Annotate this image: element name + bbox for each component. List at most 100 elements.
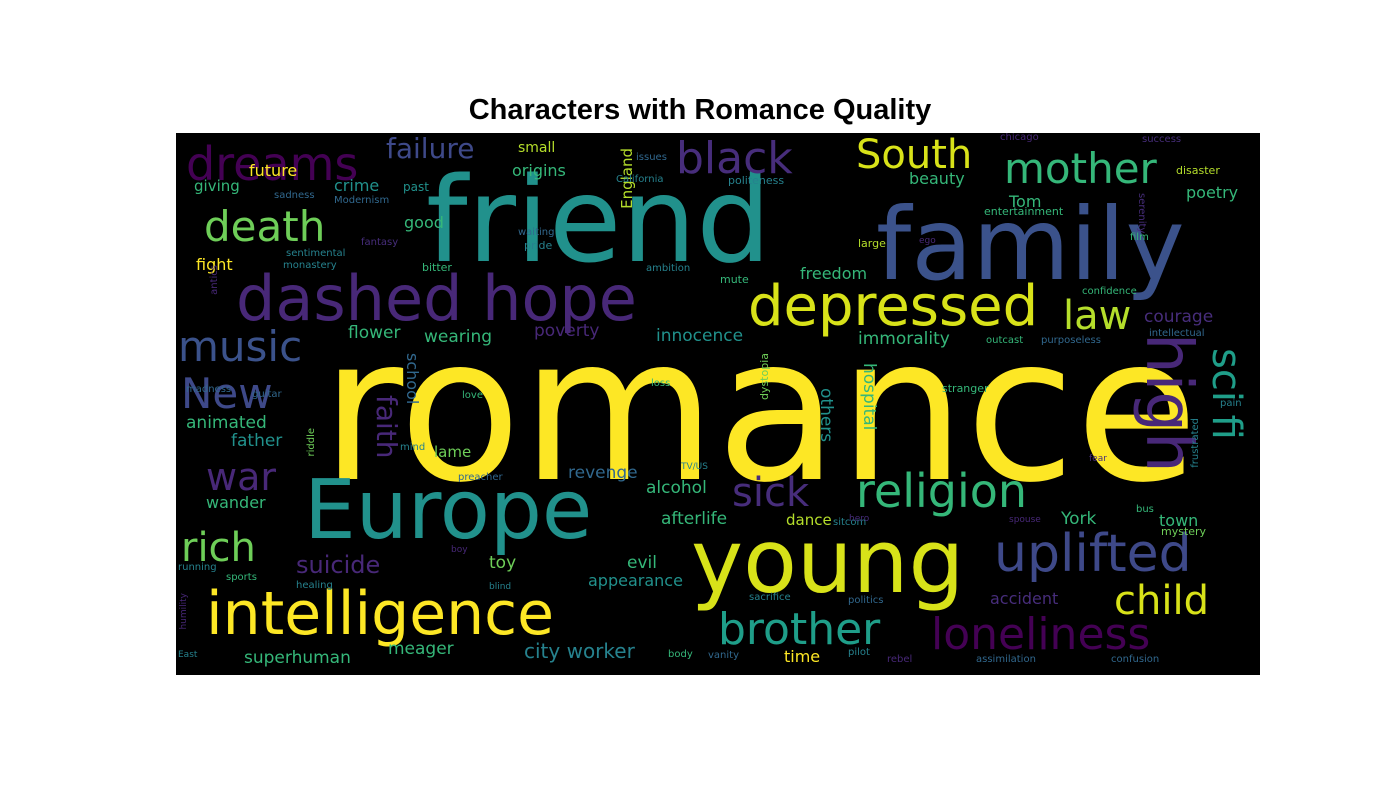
word-faith: faith xyxy=(370,395,403,459)
word-fear: fear xyxy=(1089,454,1107,464)
word-riddle: riddle xyxy=(306,428,317,457)
word-poverty: poverty xyxy=(534,321,600,341)
word-spouse: spouse xyxy=(1009,515,1041,525)
word-confidence: confidence xyxy=(1082,286,1137,297)
word-immorality: immorality xyxy=(858,329,950,349)
word-family: family xyxy=(876,186,1185,303)
word-boy: boy xyxy=(451,545,468,555)
word-film: film xyxy=(1130,232,1149,243)
word-modernism: Modernism xyxy=(334,195,390,206)
word-superhuman: superhuman xyxy=(244,648,351,668)
word-mother: mother xyxy=(1004,144,1157,193)
word-appearance: appearance xyxy=(588,571,683,590)
word-wander: wander xyxy=(206,493,266,512)
word-pilot: pilot xyxy=(848,647,870,658)
word-intellectual: intellectual xyxy=(1149,328,1205,339)
word-sports: sports xyxy=(226,572,257,583)
word-loneliness: loneliness xyxy=(931,609,1151,660)
word-frustrated: frustrated xyxy=(1190,418,1201,468)
word-alcohol: alcohol xyxy=(646,478,707,498)
word-bus: bus xyxy=(1136,504,1154,515)
word-sentimental: sentimental xyxy=(286,248,346,259)
word-flower: flower xyxy=(348,323,401,343)
word-evil: evil xyxy=(627,553,657,573)
word-sci-fi: sci fi xyxy=(1203,348,1249,440)
word-humility: humility xyxy=(179,593,189,630)
word-chicago: chicago xyxy=(1000,133,1039,143)
word-blind: blind xyxy=(489,582,512,592)
word-ego: ego xyxy=(919,236,936,246)
word-religion: religion xyxy=(856,464,1028,518)
word-healing: healing xyxy=(296,580,333,591)
word-afterlife: afterlife xyxy=(661,509,728,529)
word-brother: brother xyxy=(718,604,881,655)
word-dashed-hope: dashed hope xyxy=(236,262,637,335)
word-young: young xyxy=(691,510,965,613)
word-love: love xyxy=(462,390,483,401)
word-meager: meager xyxy=(388,639,454,659)
word-issues: issues xyxy=(636,152,667,163)
word-york: York xyxy=(1061,509,1097,529)
word-rich: rich xyxy=(181,525,256,571)
word-assimilation: assimilation xyxy=(976,654,1036,665)
word-wearing: wearing xyxy=(424,327,493,347)
word-good: good xyxy=(404,213,444,232)
word-black: black xyxy=(676,133,793,184)
word-fantasy: fantasy xyxy=(361,237,399,248)
word-waiting: waiting xyxy=(518,227,555,238)
word-small: small xyxy=(518,140,556,156)
word-uplifted: uplifted xyxy=(994,524,1192,584)
word-confusion: confusion xyxy=(1111,654,1160,665)
word-pain: pain xyxy=(1220,398,1242,409)
word-large: large xyxy=(858,237,886,250)
word-future: future xyxy=(249,161,298,180)
word-mystery: mystery xyxy=(1161,525,1207,538)
word-accident: accident xyxy=(990,589,1059,608)
word-toy: toy xyxy=(489,553,517,573)
word-california: California xyxy=(616,174,664,185)
word-hero: hero xyxy=(849,514,870,524)
word-lame: lame xyxy=(434,443,472,461)
word-tom: Tom xyxy=(1009,192,1042,211)
word-crime: crime xyxy=(334,176,380,195)
word-outcast: outcast xyxy=(986,335,1024,346)
word-death: death xyxy=(204,202,326,251)
word-success: success xyxy=(1142,134,1182,145)
word-sacrifice: sacrifice xyxy=(749,592,791,603)
word-revenge: revenge xyxy=(568,463,638,483)
word-rebel: rebel xyxy=(887,654,913,665)
word-origins: origins xyxy=(512,161,566,180)
word-fight: fight xyxy=(196,255,233,274)
word-vanity: vanity xyxy=(708,650,740,661)
word-father: father xyxy=(231,431,283,451)
word-europe: Europe xyxy=(304,463,593,558)
word-school: school xyxy=(403,353,422,405)
word-mind: mind xyxy=(400,442,426,453)
word-depressed: depressed xyxy=(748,274,1039,339)
word-animated: animated xyxy=(186,413,267,433)
word-running: running xyxy=(178,562,217,573)
word-preacher: preacher xyxy=(458,472,503,483)
word-east: East xyxy=(178,650,198,660)
word-monastery: monastery xyxy=(283,260,337,271)
word-madness: madness xyxy=(186,384,232,395)
word-city-worker: city worker xyxy=(524,639,635,663)
word-innocence: innocence xyxy=(656,326,744,346)
word-politeness: politeness xyxy=(728,174,785,187)
word-hospital: hospital xyxy=(859,363,879,431)
word-law: law xyxy=(1063,293,1132,339)
word-bitter: bitter xyxy=(422,261,452,274)
word-stranger: stranger xyxy=(942,382,989,395)
word-dystopia: dystopia xyxy=(758,353,771,401)
word-politics: politics xyxy=(848,595,884,606)
word-past: past xyxy=(403,180,429,194)
word-freedom: freedom xyxy=(800,264,868,283)
word-giving: giving xyxy=(194,177,240,195)
word-time: time xyxy=(784,647,821,666)
word-war: war xyxy=(206,455,276,499)
chart-title: Characters with Romance Quality xyxy=(468,94,932,126)
word-child: child xyxy=(1114,578,1209,624)
word-beauty: beauty xyxy=(909,169,965,188)
word-sitcom: sitcom xyxy=(833,517,867,528)
